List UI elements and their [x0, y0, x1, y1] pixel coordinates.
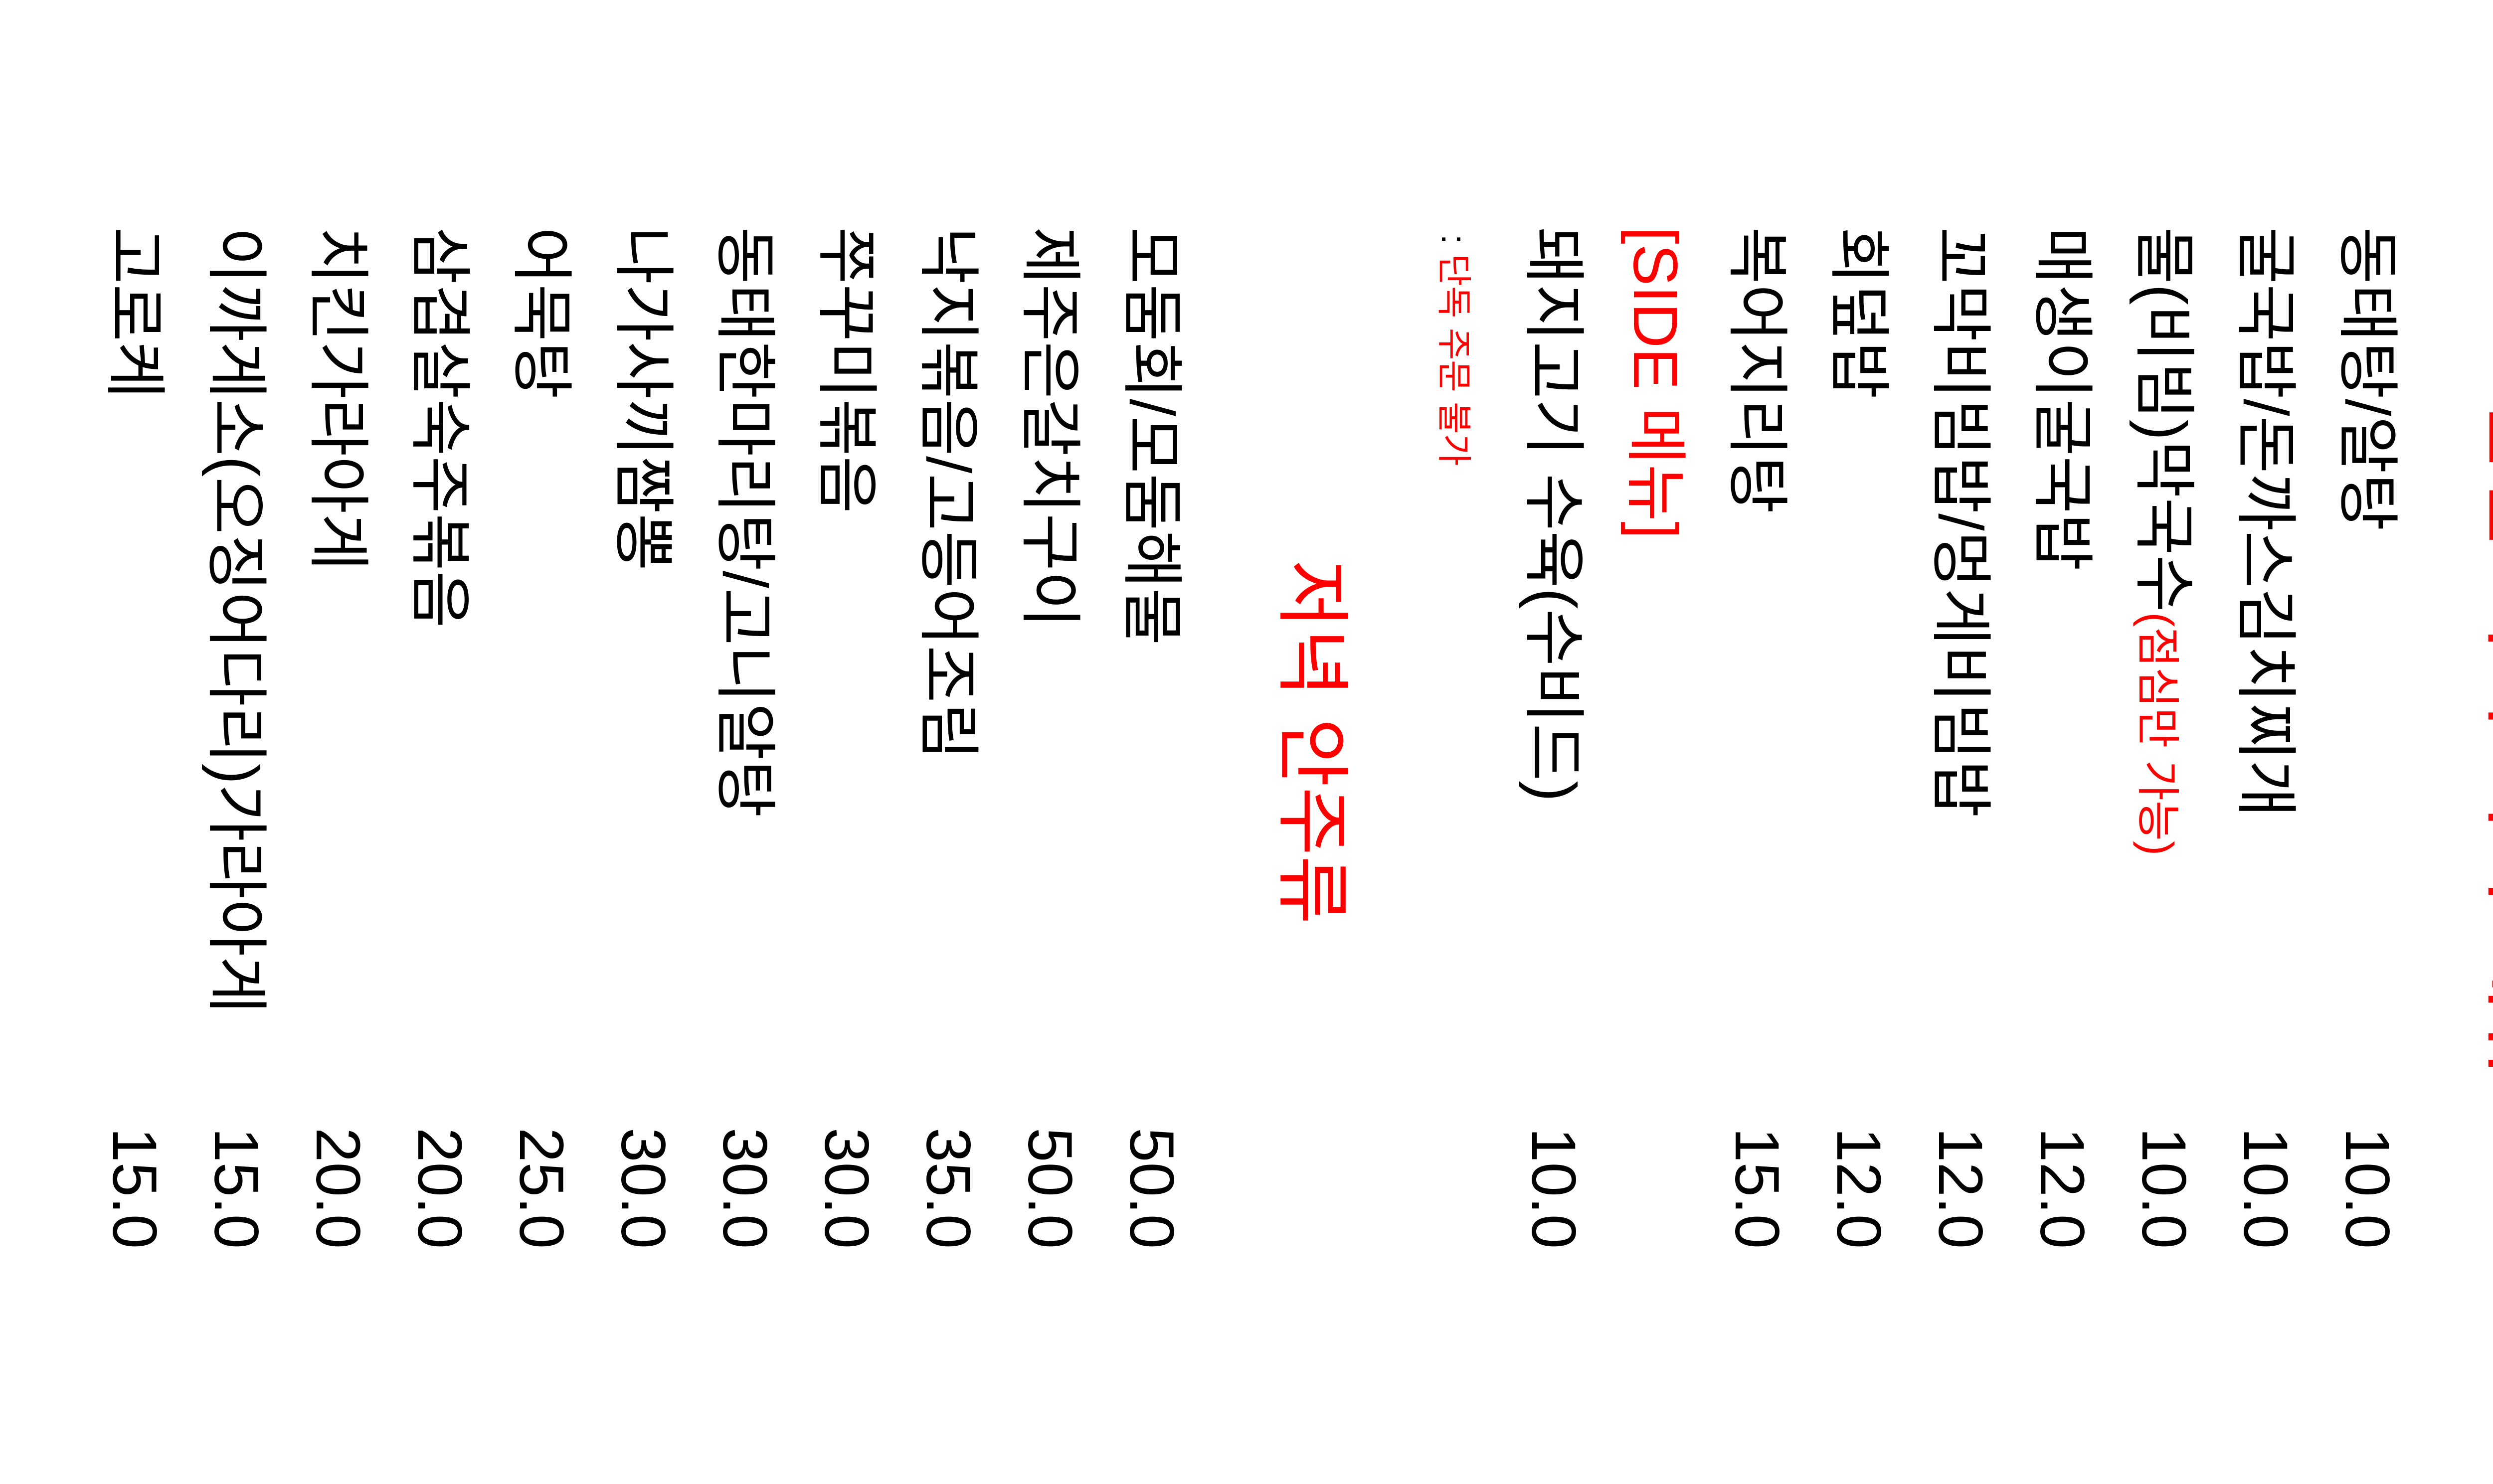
- item-price: 25.0: [507, 1128, 576, 1249]
- menu-row: 물(비빔)막국수(점심만 가능) 10.0: [2114, 0, 2216, 1484]
- item-name: 고로케: [100, 227, 169, 399]
- item-name: 물(비빔)막국수: [2129, 227, 2198, 613]
- menu-row: 동태한마리탕/고니알탕 30.0: [695, 0, 797, 1484]
- menu-row: 고로케 15.0: [85, 0, 186, 1484]
- menu-row: 매생이굴국밥 12.0: [2012, 0, 2114, 1484]
- item-price: 10.0: [2129, 1128, 2198, 1249]
- item-price: 15.0: [201, 1128, 271, 1249]
- menu-row: 어묵탕 25.0: [492, 0, 593, 1484]
- item-name: 어묵탕: [507, 227, 576, 399]
- side-note: : 단독 주문 불가: [1434, 234, 1474, 466]
- menu-row: 제주은갈치구이 50.0: [1000, 0, 1102, 1484]
- item-price: 20.0: [405, 1128, 474, 1249]
- item-price: 12.0: [1926, 1128, 1995, 1249]
- item-name: 매생이굴국밥: [2027, 227, 2097, 571]
- menu-row: 나가사끼짬뽕 30.0: [593, 0, 695, 1484]
- item-name: 치킨가라아게: [303, 227, 372, 571]
- menu-row: 모둠회/모둠해물 50.0: [1102, 0, 1204, 1484]
- item-name: 복어지리탕: [1722, 227, 1791, 513]
- item-name: 쭈꾸미볶음: [812, 227, 881, 513]
- item-name: 동태탕/알탕: [2332, 227, 2402, 531]
- lunch-section: 동태탕/알탕 10.0 굴국밥/돈까스김치찌개 10.0 물(비빔)막국수(점심만 …: [1402, 0, 2419, 1484]
- menu-row: 쭈꾸미볶음 30.0: [797, 0, 898, 1484]
- item-name: 돼지고기 수육(수비드): [1519, 227, 1588, 802]
- note-prefix: :: [1434, 234, 1473, 244]
- menu-row: 복어지리탕 15.0: [1707, 0, 1809, 1484]
- item-price: 30.0: [608, 1128, 678, 1249]
- item-name: 낙지볶음/고등어조림: [913, 227, 983, 760]
- item-price: 12.0: [1824, 1128, 1893, 1249]
- side-note-row: : 단독 주문 불가: [1402, 0, 1504, 1484]
- item-name: 굴국밥/돈까스김치찌개: [2231, 227, 2300, 818]
- menu-row: 치킨가라아게 20.0: [288, 0, 390, 1484]
- item-price: 50.0: [1117, 1128, 1186, 1249]
- item-price: 15.0: [100, 1128, 169, 1249]
- item-price: 12.0: [2027, 1128, 2097, 1249]
- menu-row: 돼지고기 수육(수비드) 10.0: [1504, 0, 1605, 1484]
- menu-row: 삼겹살숙주볶음 20.0: [390, 0, 492, 1484]
- menu-row: 이까게소(오징어다리)가라아게 15.0: [186, 0, 288, 1484]
- item-name: 회덮밥: [1824, 227, 1893, 399]
- menu-row: 굴국밥/돈까스김치찌개 10.0: [2216, 0, 2317, 1484]
- item-price: 10.0: [2231, 1128, 2300, 1249]
- item-price: 20.0: [303, 1128, 372, 1249]
- item-price: 50.0: [1015, 1128, 1084, 1249]
- item-name: 나가사끼짬뽕: [608, 227, 678, 571]
- item-note: (점심만 가능): [2133, 612, 2182, 856]
- item-price: 30.0: [710, 1128, 779, 1249]
- menu-row: 낙지볶음/고등어조림 35.0: [898, 0, 1000, 1484]
- item-price: 15.0: [1722, 1128, 1791, 1249]
- menu-title: 점심/저녁 식사 메뉴: [2477, 395, 2493, 1089]
- item-price: 35.0: [913, 1128, 983, 1249]
- item-name-wrapper: 물(비빔)막국수(점심만 가능): [2125, 227, 2198, 856]
- item-name: 모둠회/모둠해물: [1117, 227, 1186, 646]
- dinner-heading: 저녁 안주류: [1270, 559, 1354, 925]
- note-text: 단독 주문 불가: [1434, 254, 1473, 466]
- item-name: 동태한마리탕/고니알탕: [710, 227, 779, 818]
- menu-row: 동태탕/알탕 10.0: [2317, 0, 2419, 1484]
- item-name: 꼬막비빔밥/멍게비빔밥: [1926, 227, 1995, 818]
- item-name: 이까게소(오징어다리)가라아게: [201, 227, 271, 1014]
- item-name: 삼겹살숙주볶음: [405, 227, 474, 628]
- menu-row: 회덮밥 12.0: [1809, 0, 1911, 1484]
- item-price: 30.0: [812, 1128, 881, 1249]
- side-menu-heading: [SIDE 메뉴]: [1620, 227, 1690, 539]
- item-price: 10.0: [2332, 1128, 2402, 1249]
- item-price: 10.0: [1519, 1128, 1588, 1249]
- item-name: 제주은갈치구이: [1015, 227, 1084, 628]
- menu-row: 꼬막비빔밥/멍게비빔밥 12.0: [1911, 0, 2012, 1484]
- side-heading-row: [SIDE 메뉴]: [1605, 0, 1707, 1484]
